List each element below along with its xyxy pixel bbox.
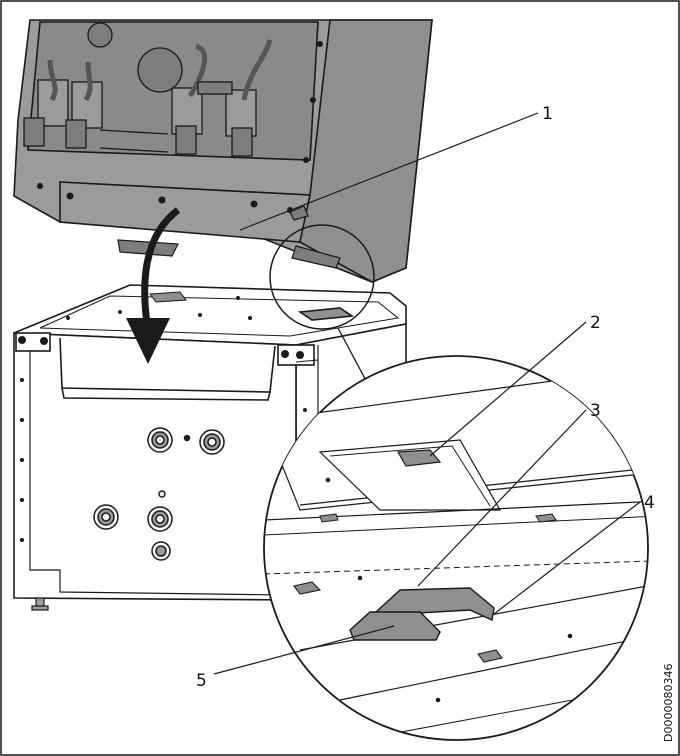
front-recess <box>59 337 276 393</box>
pipe-fittings <box>93 427 225 561</box>
fitting-4 <box>147 506 173 532</box>
callout-label-2: 2 <box>590 313 601 333</box>
support-pad <box>349 611 441 641</box>
base-front-face <box>13 332 297 601</box>
upper-unit <box>13 19 433 283</box>
callout-label-5: 5 <box>196 671 207 691</box>
callout-leaders <box>213 112 641 675</box>
callout-label-4: 4 <box>644 493 655 513</box>
pipe-couplings <box>23 22 273 157</box>
front-recess-inner <box>61 387 271 401</box>
top-tray <box>39 295 400 337</box>
housing-right-face <box>299 19 433 283</box>
document-id: D0000080346 <box>662 664 675 742</box>
fitting-2 <box>199 429 225 455</box>
highlight-circle-top <box>269 224 375 330</box>
callout-label-1: 1 <box>542 104 553 124</box>
callout-label-3: 3 <box>590 401 601 421</box>
fitting-5 <box>151 541 171 561</box>
detail-magnifier-circle <box>263 355 649 741</box>
fitting-1 <box>147 427 173 453</box>
upper-bracket <box>397 449 442 467</box>
fitting-3 <box>93 504 119 530</box>
housing-screws <box>37 41 323 213</box>
curved-down-arrow-icon <box>126 207 181 364</box>
front-panel-line <box>29 350 286 596</box>
foot <box>31 597 49 611</box>
